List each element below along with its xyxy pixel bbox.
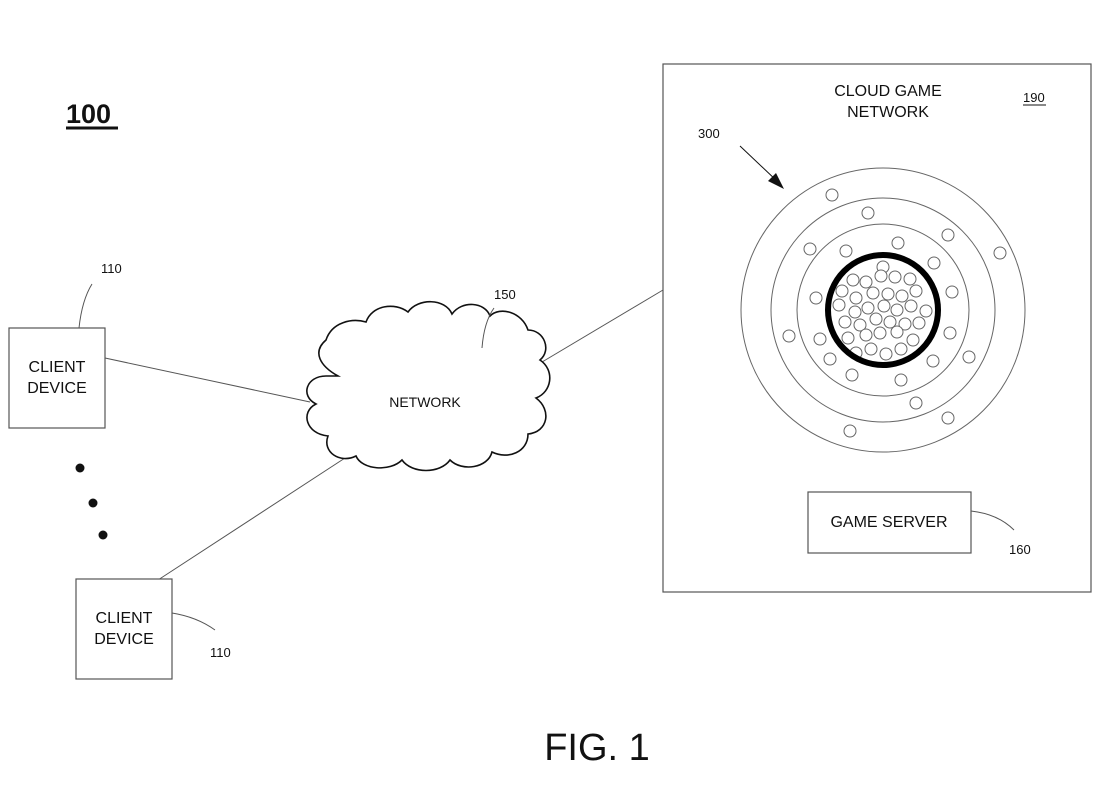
cluster-node: [926, 354, 940, 368]
cluster-node: [873, 326, 887, 340]
cluster-node: [861, 301, 875, 315]
cluster-node: [841, 331, 855, 345]
cluster-node: [861, 206, 875, 220]
cluster-node: [849, 291, 863, 305]
ellipsis-dot-3: [98, 530, 108, 540]
cluster-node: [945, 285, 959, 299]
cluster-node: [890, 303, 904, 317]
network-cloud[interactable]: NETWORK: [306, 300, 551, 472]
cluster-node: [845, 368, 859, 382]
client-device-1-label-line2: DEVICE: [27, 380, 87, 397]
cluster-middle-ring: [770, 197, 996, 423]
cluster-node: [909, 396, 923, 410]
cluster-node: [904, 299, 918, 313]
cluster-node: [803, 242, 817, 256]
cluster-node: [890, 325, 904, 339]
figure-caption: FIG. 1: [544, 727, 650, 769]
cluster-node: [898, 317, 912, 331]
cluster-node: [919, 304, 933, 318]
cluster-node: [894, 342, 908, 356]
link-client1-network: [104, 357, 311, 403]
cluster-node: [869, 312, 883, 326]
cluster-node: [912, 316, 926, 330]
cluster-node: [877, 299, 891, 313]
cluster-node: [866, 286, 880, 300]
cloud-game-network-title-line2: NETWORK: [847, 104, 929, 121]
ellipsis-dot-1: [75, 463, 85, 473]
figure-reference-number: 100: [66, 99, 111, 129]
cloud-game-network-title-line1: CLOUD GAME: [834, 83, 942, 100]
cluster-ref: 300: [698, 126, 720, 141]
cluster-node: [993, 246, 1007, 260]
cluster-node: [859, 328, 873, 342]
network-ref: 150: [494, 287, 516, 302]
client-device-1-ref-leader: [78, 283, 93, 329]
cluster-node: [881, 287, 895, 301]
cluster-nodes: [782, 188, 1007, 438]
cluster-node: [782, 329, 796, 343]
client-device-2-box: [75, 578, 173, 680]
link-network-cloud: [531, 289, 664, 369]
cluster-node: [832, 298, 846, 312]
client-device-2[interactable]: CLIENT DEVICE: [75, 578, 173, 680]
network-ref-leader: [481, 307, 495, 349]
cluster-ref-arrow-line: [739, 145, 779, 183]
cluster-node: [962, 350, 976, 364]
client-device-2-label-line2: DEVICE: [94, 631, 154, 648]
cluster-node: [941, 228, 955, 242]
client-device-1-box: [8, 327, 106, 429]
client-device-1-ref: 110: [101, 261, 122, 276]
cluster-node: [813, 332, 827, 346]
cluster-node: [909, 284, 923, 298]
cluster-outer-ring: [740, 167, 1026, 453]
ellipsis-dot-2: [88, 498, 98, 508]
game-server[interactable]: GAME SERVER: [807, 491, 972, 554]
cluster-node: [894, 373, 908, 387]
cluster-node: [835, 284, 849, 298]
cluster-node: [846, 273, 860, 287]
cluster-inner-ring: [796, 223, 970, 397]
cluster-node: [874, 269, 888, 283]
game-server-box: [807, 491, 972, 554]
cluster-node: [838, 315, 852, 329]
cluster-node: [888, 270, 902, 284]
cluster-node: [809, 291, 823, 305]
cluster-node: [891, 236, 905, 250]
client-device-2-ref: 110: [210, 645, 231, 660]
cluster-node: [859, 275, 873, 289]
cluster-node: [853, 318, 867, 332]
client-device-2-ref-leader: [171, 612, 216, 631]
cluster-node: [927, 256, 941, 270]
cluster-node: [941, 411, 955, 425]
cluster-core-ring: [825, 252, 941, 368]
client-device-1-label-line1: CLIENT: [29, 359, 86, 376]
cluster-node: [906, 333, 920, 347]
client-device-1[interactable]: CLIENT DEVICE: [8, 327, 106, 429]
cluster-node: [848, 305, 862, 319]
cluster-node: [825, 188, 839, 202]
cluster-node: [843, 424, 857, 438]
game-server-label: GAME SERVER: [830, 514, 947, 531]
cloud-game-network-ref: 190: [1023, 90, 1045, 105]
cluster-node: [879, 347, 893, 361]
cluster-ref-arrowhead-icon: [768, 173, 784, 189]
cluster-node: [883, 315, 897, 329]
game-server-ref: 160: [1009, 542, 1031, 557]
client-device-2-label-line1: CLIENT: [96, 610, 153, 627]
network-label: NETWORK: [389, 394, 461, 410]
game-server-ref-leader: [970, 510, 1015, 531]
cluster-node: [943, 326, 957, 340]
cluster-node: [839, 244, 853, 258]
cluster-node: [823, 352, 837, 366]
cluster-node: [864, 342, 878, 356]
cluster-node: [895, 289, 909, 303]
cluster-node: [903, 272, 917, 286]
network-cloud-shape: [306, 300, 551, 472]
server-cluster: [740, 167, 1026, 453]
link-client2-network: [157, 457, 346, 581]
